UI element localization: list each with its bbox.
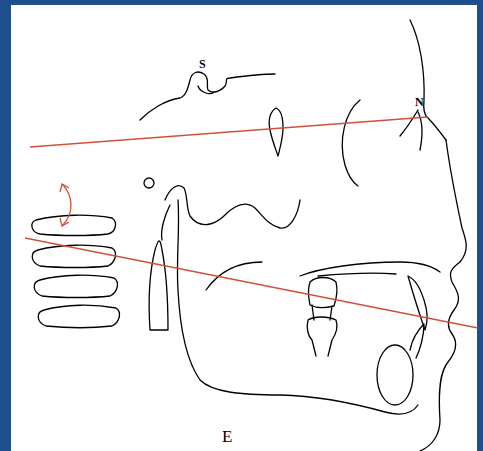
point-label: N <box>415 96 424 108</box>
point-label: S <box>199 58 206 70</box>
white-ground <box>11 5 477 451</box>
figure-letter: E <box>222 428 232 445</box>
